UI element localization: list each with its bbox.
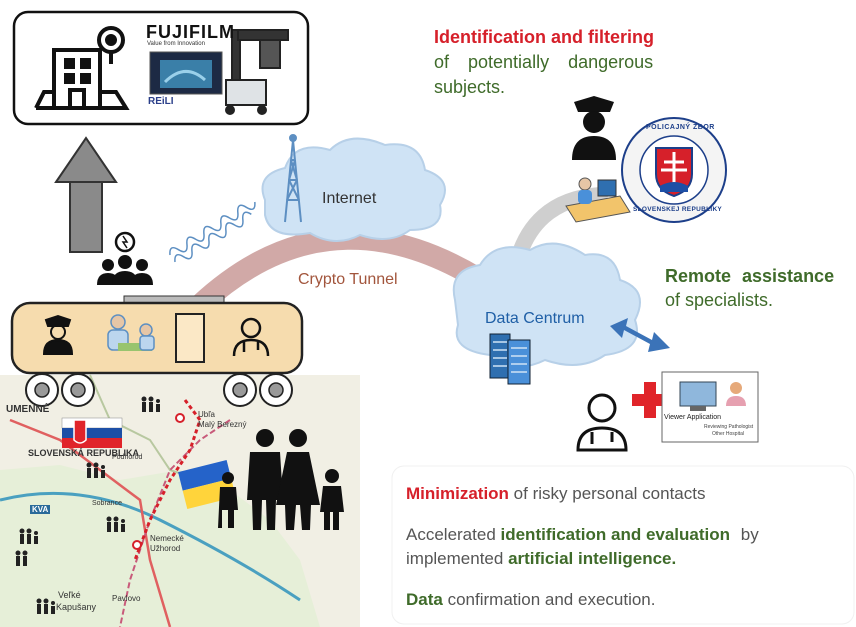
analyst-workstation-icon xyxy=(565,177,631,223)
seal-bottom-text: SLOVENSKEJ REPUBLIKY xyxy=(633,206,723,213)
refugee-family-icon xyxy=(218,429,344,530)
medical-cross-icon xyxy=(632,382,668,418)
mobile-unit-bus xyxy=(10,295,304,407)
identification-line3: subjects. xyxy=(434,77,506,97)
map-label-sobrance: Sobrance xyxy=(92,500,122,507)
seal-top-text: POLICAJNÝ ZBOR xyxy=(646,124,715,131)
team-idea-icon xyxy=(97,231,153,285)
internet-label: Internet xyxy=(322,190,377,207)
crypto-tunnel-label: Crypto Tunnel xyxy=(298,271,398,288)
identification-title: Identification and filtering xyxy=(434,27,654,47)
police-officer-icon xyxy=(42,314,74,355)
benefit-line-4: Data confirmation and execution. xyxy=(406,590,655,610)
benefit-line-4-bold: Data xyxy=(406,590,443,609)
map-label-ubla: Ubľa xyxy=(198,410,216,419)
wireless-signal-icon xyxy=(169,201,256,256)
map-people-icons xyxy=(15,396,160,614)
fujifilm-tagline: Value from Innovation xyxy=(147,41,205,47)
hospital-building-icon xyxy=(34,26,130,110)
map-label-kva: KVA xyxy=(30,505,51,514)
police-seal-icon xyxy=(621,117,727,223)
map-label-maly-berezny: Malý Berezný xyxy=(198,420,247,429)
police-officer-large-icon xyxy=(572,96,616,160)
map-label-uzhorod: Užhorod xyxy=(150,544,181,553)
map-label-umenne: UMENNÉ xyxy=(6,404,50,415)
benefit-line-4-rest: confirmation and execution. xyxy=(442,590,656,609)
remote-subtitle: of specialists. xyxy=(665,290,774,310)
benefit-line-1-rest: of risky personal contacts xyxy=(508,484,706,503)
benefit-line-3: implemented artificial intelligence. xyxy=(406,549,676,569)
server-rack-icon xyxy=(489,333,531,385)
viewer-line1: Reviewing Pathologist xyxy=(704,424,754,430)
map-label-slovakia: SLOVENSKÁ REPUBLIKA xyxy=(28,448,140,458)
datacentrum-label: Data Centrum xyxy=(485,310,585,327)
reili-brand: REiLI xyxy=(148,96,174,107)
benefit-line-2-bold: identification and evaluation xyxy=(500,525,731,544)
map-label-velke: Veľké xyxy=(58,590,81,600)
identification-line2: of potentially dangerous xyxy=(434,52,654,72)
benefit-line-2-b: by xyxy=(736,525,759,544)
bidirectional-arrow-icon xyxy=(610,318,670,352)
specialist-doctor-icon xyxy=(576,393,628,452)
fujifilm-logo: FUJIFILM xyxy=(146,22,235,42)
benefit-line-3-a: implemented xyxy=(406,549,509,568)
map-label-kapusany: Kapušany xyxy=(56,602,97,612)
map-label-nemecke: Nemecké xyxy=(150,534,184,543)
doctor-patient-icon xyxy=(107,314,155,351)
map-label-pavlovo: Pavlovo xyxy=(112,594,141,603)
doctor-icon xyxy=(232,317,270,357)
benefit-line-2-a: Accelerated xyxy=(406,525,501,544)
ukraine-flag xyxy=(178,460,236,509)
xray-machine-icon xyxy=(225,29,289,115)
slovakia-flag xyxy=(61,417,123,448)
viewer-window xyxy=(661,371,759,443)
map-label-podhorod: Podhorod xyxy=(112,454,143,461)
benefit-line-1: Minimization of risky personal contacts xyxy=(406,484,705,504)
benefit-line-3-bold: artificial intelligence. xyxy=(508,549,677,568)
remote-title: Remote assistance xyxy=(665,266,835,286)
benefit-line-2: Accelerated identification and evaluatio… xyxy=(406,525,759,545)
upload-arrow-icon xyxy=(54,136,118,253)
antenna-tower-icon xyxy=(284,134,302,223)
benefit-line-1-bold: Minimization xyxy=(406,484,509,503)
internet-cloud xyxy=(261,137,446,242)
viewer-title: Viewer Application xyxy=(664,414,722,421)
viewer-line2: Other Hospital xyxy=(712,431,744,437)
benefits-panel xyxy=(391,465,855,625)
datacentrum-cloud xyxy=(452,242,641,368)
